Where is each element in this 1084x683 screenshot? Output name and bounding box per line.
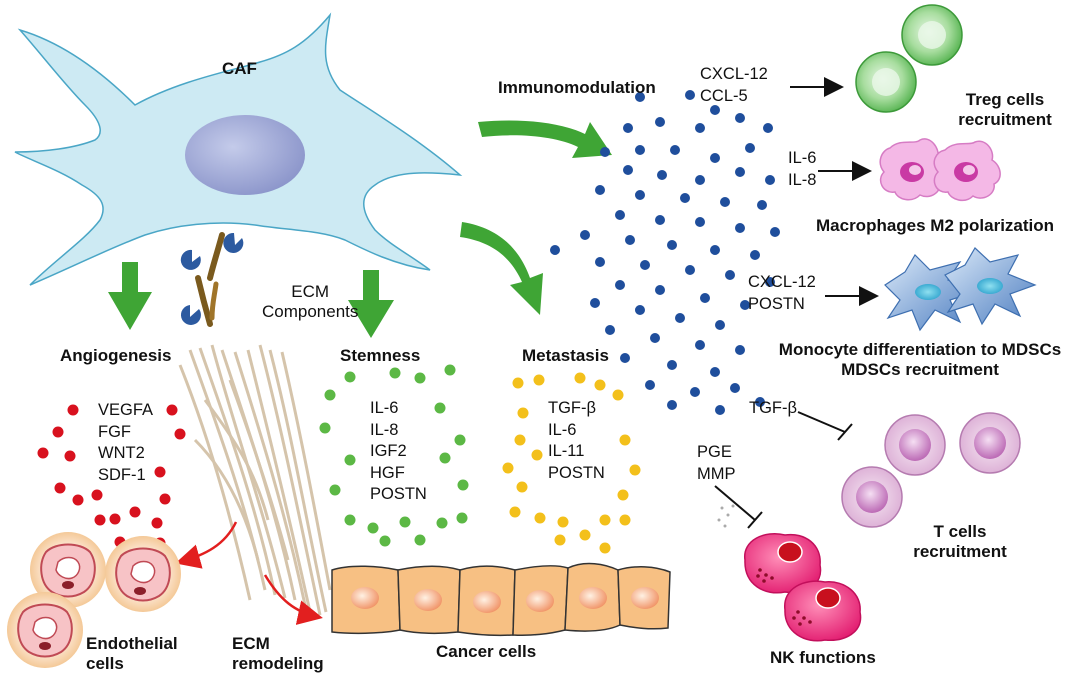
mdsc-signal: CXCL-12 bbox=[748, 273, 816, 291]
ecm-components-icons bbox=[180, 232, 244, 327]
metastasis-factor: IL-6 bbox=[548, 420, 577, 439]
tcell-signal: TGF-β bbox=[749, 399, 797, 417]
treg-signal: CCL-5 bbox=[700, 86, 748, 105]
ecm-components-line2: Components bbox=[262, 302, 359, 321]
treg-label-line1: Treg cells bbox=[965, 90, 1045, 109]
stemness-dots bbox=[319, 364, 469, 547]
macrophage-signal: IL-8 bbox=[788, 170, 817, 189]
angiogenesis-factor: VEGFA bbox=[98, 401, 154, 419]
angiogenesis-factor: SDF-1 bbox=[98, 465, 146, 484]
macrophage-label: Macrophages M2 polarization bbox=[816, 216, 1055, 235]
nk-signal-list: PGE MMP bbox=[697, 442, 736, 485]
stemness-factor: IGF2 bbox=[370, 442, 407, 460]
treg-label-line2: recruitment bbox=[958, 110, 1052, 129]
macrophage-cells bbox=[879, 138, 1001, 202]
ecm-remodeling-line1: ECM bbox=[232, 634, 270, 653]
mdsc-label-line2: MDSCs recruitment bbox=[841, 360, 999, 379]
stemness-factor: HGF bbox=[370, 463, 405, 482]
nk-signal: PGE bbox=[697, 443, 732, 461]
mdsc-label-line1: Monocyte differentiation to MDSCs bbox=[778, 340, 1062, 359]
mdsc-signal-list: CXCL-12 POSTN bbox=[748, 272, 816, 315]
stemness-factor-list: IL-6 IL-8 IGF2 HGF POSTN bbox=[370, 398, 427, 506]
endothelial-label-line1: Endothelial bbox=[86, 634, 178, 653]
endothelial-label-line2: cells bbox=[86, 654, 124, 673]
angiogenesis-title: Angiogenesis bbox=[60, 346, 172, 365]
ecm-fibers bbox=[178, 344, 332, 616]
treg-cells bbox=[855, 4, 963, 113]
mdsc-label: Monocyte differentiation to MDSCs MDSCs … bbox=[765, 340, 1075, 380]
nk-cells bbox=[744, 533, 862, 642]
metastasis-factor-list: TGF-β IL-6 IL-11 POSTN bbox=[548, 398, 605, 484]
treg-signal: CXCL-12 bbox=[700, 65, 768, 83]
immunomodulation-dots bbox=[550, 90, 780, 415]
red-arrow-remodeling bbox=[263, 574, 323, 625]
nk-label: NK functions bbox=[770, 648, 876, 667]
cancer-cells-label: Cancer cells bbox=[436, 642, 537, 661]
ecm-remodeling-label: ECM remodeling bbox=[232, 634, 324, 674]
cancer-cells bbox=[331, 562, 671, 637]
tcell-label-line1: T cells bbox=[933, 522, 987, 541]
inhibition-nk bbox=[714, 485, 763, 529]
endothelial-cells bbox=[7, 532, 181, 668]
red-arrow-endothelial bbox=[175, 521, 238, 569]
angiogenesis-dots bbox=[37, 404, 186, 549]
caf-label: CAF bbox=[222, 59, 257, 78]
metastasis-factor: IL-11 bbox=[548, 442, 585, 460]
stemness-factor: IL-6 bbox=[370, 399, 399, 417]
arrow-immunomodulation bbox=[478, 120, 612, 158]
angiogenesis-factor: FGF bbox=[98, 422, 131, 441]
angiogenesis-factor: WNT2 bbox=[98, 444, 145, 462]
nk-signal-dots bbox=[717, 504, 735, 528]
ecm-remodeling-line2: remodeling bbox=[232, 654, 324, 673]
arrow-metastasis bbox=[460, 222, 543, 315]
macrophage-signal: IL-6 bbox=[788, 149, 817, 167]
macrophage-signal-list: IL-6 IL-8 bbox=[788, 148, 816, 191]
inhibition-tcell bbox=[797, 411, 853, 441]
metastasis-factor: POSTN bbox=[548, 463, 605, 482]
metastasis-factor: TGF-β bbox=[548, 399, 596, 417]
endothelial-cells-label: Endothelial cells bbox=[86, 634, 178, 674]
caf-nucleus bbox=[185, 115, 305, 195]
angiogenesis-factor-list: VEGFA FGF WNT2 SDF-1 bbox=[98, 400, 153, 486]
mdsc-cells bbox=[884, 247, 1037, 332]
green-arrows bbox=[108, 120, 612, 338]
stemness-title: Stemness bbox=[340, 346, 421, 365]
t-cells bbox=[841, 412, 1021, 528]
tcell-label-line2: recruitment bbox=[913, 542, 1007, 561]
metastasis-dots bbox=[502, 372, 641, 554]
immunomodulation-title: Immunomodulation bbox=[498, 78, 656, 97]
arrow-angiogenesis bbox=[108, 262, 152, 330]
ecm-components-line1: ECM bbox=[291, 282, 330, 301]
ecm-components-label: ECM Components bbox=[262, 282, 358, 322]
tcell-label: T cells recruitment bbox=[900, 522, 1020, 562]
treg-label: Treg cells recruitment bbox=[935, 90, 1075, 130]
treg-signal-list: CXCL-12 CCL-5 bbox=[700, 64, 768, 107]
arrow-stemness bbox=[348, 270, 394, 338]
stemness-factor: POSTN bbox=[370, 485, 427, 503]
caf-cell bbox=[14, 12, 463, 286]
stemness-factor: IL-8 bbox=[370, 420, 399, 439]
metastasis-title: Metastasis bbox=[522, 346, 609, 365]
mdsc-signal: POSTN bbox=[748, 294, 805, 313]
nk-signal: MMP bbox=[697, 464, 736, 483]
